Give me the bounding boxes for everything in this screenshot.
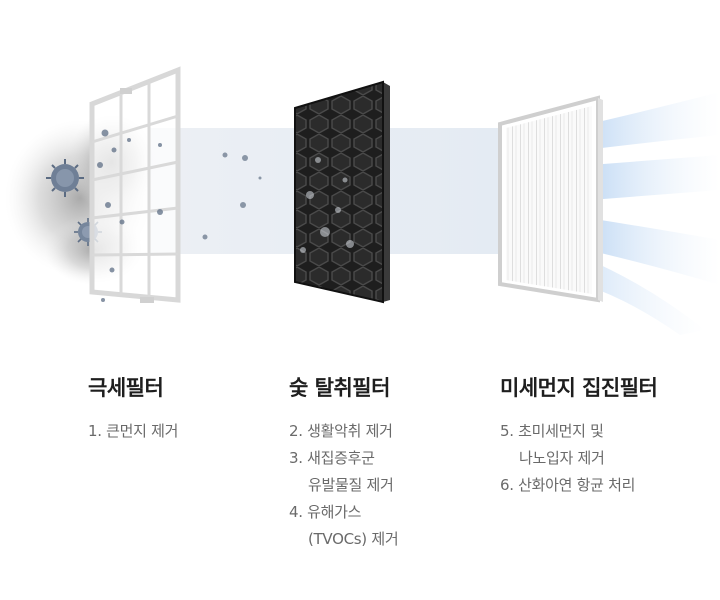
charcoal-filter-image: [294, 80, 390, 304]
filter-title: 미세먼지 집진필터: [500, 376, 658, 400]
hepa-filter-image: [498, 95, 603, 303]
list-item: 6. 산화아연 항균 처리: [500, 476, 636, 494]
virus-icon: [46, 159, 84, 197]
clean-air-streaks: [585, 92, 720, 335]
list-item: 5. 초미세먼지 및 나노입자 제거: [500, 422, 605, 467]
feature-list: 1. 큰먼지 제거: [88, 418, 178, 445]
list-item: 4. 유해가스 (TVOCs) 제거: [289, 503, 399, 548]
feature-list: 2. 생활악취 제거 3. 새집증후군 유발물질 제거 4. 유해가스 (TVO…: [289, 418, 399, 553]
list-item: 2. 생활악취 제거: [289, 422, 393, 440]
filter-title: 극세필터: [88, 376, 164, 400]
hepa-filter-column: 미세먼지 집진필터 5. 초미세먼지 및 나노입자 제거 6. 산화아연 항균 …: [500, 372, 658, 499]
list-item: 3. 새집증후군 유발물질 제거: [289, 449, 394, 494]
dust-particles: [202, 152, 262, 240]
filter-title: 숯 탈취필터: [289, 376, 390, 400]
charcoal-filter-column: 숯 탈취필터 2. 생활악취 제거 3. 새집증후군 유발물질 제거 4. 유해…: [289, 372, 399, 553]
pre-filter-image: [89, 66, 181, 303]
list-item: 1. 큰먼지 제거: [88, 422, 179, 440]
pre-filter-column: 극세필터 1. 큰먼지 제거: [88, 372, 178, 445]
filter-illustration: [5, 66, 720, 335]
feature-list: 5. 초미세먼지 및 나노입자 제거 6. 산화아연 항균 처리: [500, 418, 657, 499]
